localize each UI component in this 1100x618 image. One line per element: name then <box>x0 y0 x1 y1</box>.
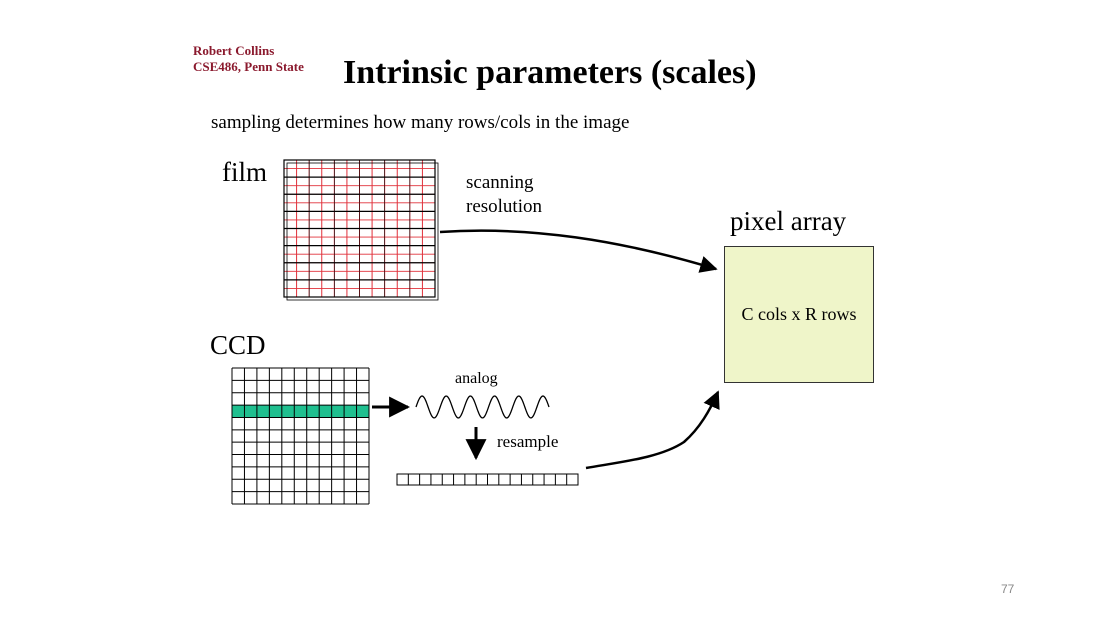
author-credit: Robert Collins CSE486, Penn State <box>193 43 304 75</box>
scanning-resolution-label: scanning resolution <box>466 171 542 219</box>
resampled-row-strip <box>396 473 579 486</box>
pixel-array-label: pixel array <box>730 206 847 236</box>
scanning-label-line1: scanning <box>466 172 534 193</box>
pixel-array-dimensions: C cols x R rows <box>741 304 857 324</box>
resample-label: resample <box>497 432 559 451</box>
page-number: 77 <box>1001 582 1015 596</box>
film-frame-shadow <box>286 162 439 301</box>
analog-label: analog <box>455 370 498 387</box>
ccd-label: CCD <box>210 330 266 360</box>
analog-signal-wave <box>415 395 550 419</box>
pixel-array-box: C cols x R rows <box>724 246 874 383</box>
strip-to-pixel-array-arrow <box>585 390 720 470</box>
film-to-pixel-array-arrow <box>439 229 718 273</box>
author-affiliation: CSE486, Penn State <box>193 59 304 74</box>
slide-title: Intrinsic parameters (scales) <box>343 54 757 91</box>
film-grid <box>283 159 439 301</box>
film-label: film <box>222 157 267 187</box>
slide-subtitle: sampling determines how many rows/cols i… <box>211 112 630 133</box>
author-name: Robert Collins <box>193 43 275 58</box>
ccd-grid <box>231 367 370 505</box>
film-frame <box>283 159 436 298</box>
ccd-highlight-row <box>232 405 369 418</box>
scanning-label-line2: resolution <box>466 196 542 217</box>
